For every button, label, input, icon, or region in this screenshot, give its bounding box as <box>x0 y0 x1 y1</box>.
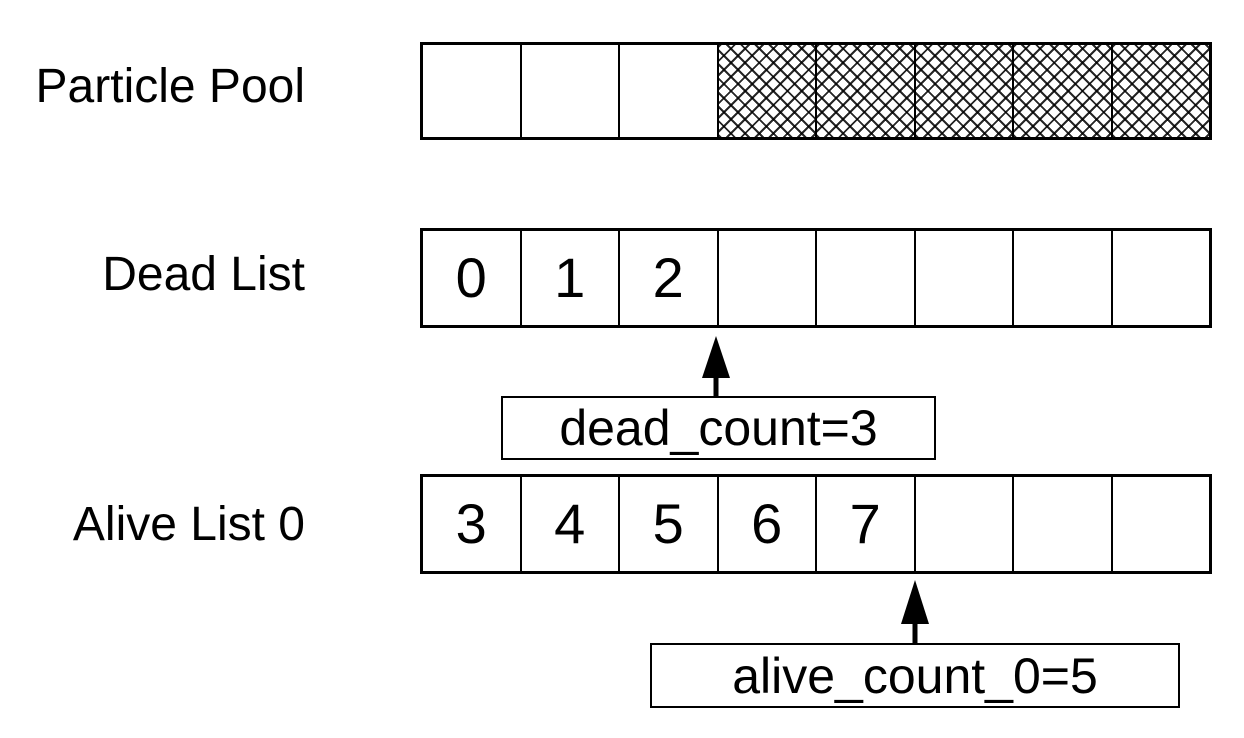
dead-list-cell <box>915 231 1014 325</box>
alive-list-cell: 7 <box>817 477 916 571</box>
dead-list-cell: 1 <box>521 231 620 325</box>
dead-list-cell: 0 <box>423 231 522 325</box>
alive-count-up-arrow-icon <box>901 580 929 644</box>
dead-list-cell <box>1014 231 1113 325</box>
alive-count-box: alive_count_0=5 <box>650 643 1180 708</box>
pool-cell-hatched <box>1112 45 1209 137</box>
alive-list-cell: 5 <box>620 477 719 571</box>
dead-list-cell <box>718 231 817 325</box>
pool-cell <box>521 45 620 137</box>
dead-list-cell: 2 <box>620 231 719 325</box>
pool-cell-hatched <box>718 45 817 137</box>
dead-count-box: dead_count=3 <box>501 396 936 460</box>
dead-list-row: 0 1 2 <box>420 228 1212 328</box>
alive-list-cell: 4 <box>521 477 620 571</box>
alive-list-cell: 6 <box>718 477 817 571</box>
dead-count-text: dead_count=3 <box>559 400 878 456</box>
alive-count-text: alive_count_0=5 <box>732 647 1098 704</box>
alive-list-cell <box>1112 477 1209 571</box>
dead-list-label: Dead List <box>102 248 305 301</box>
pool-cell-hatched <box>817 45 916 137</box>
dead-list-cell <box>817 231 916 325</box>
pool-cell-hatched <box>1014 45 1113 137</box>
pool-cell <box>423 45 522 137</box>
alive-list-cell: 3 <box>423 477 522 571</box>
pool-cell-hatched <box>915 45 1014 137</box>
particle-pool-label: Particle Pool <box>35 60 305 113</box>
alive-list-cell <box>915 477 1014 571</box>
pool-cell <box>620 45 719 137</box>
particle-pool-row <box>420 42 1212 140</box>
alive-list-cell <box>1014 477 1113 571</box>
dead-list-cell <box>1112 231 1209 325</box>
alive-list-0-row: 3 4 5 6 7 <box>420 474 1212 574</box>
dead-count-up-arrow-icon <box>702 336 730 397</box>
alive-list-0-label: Alive List 0 <box>72 498 305 551</box>
